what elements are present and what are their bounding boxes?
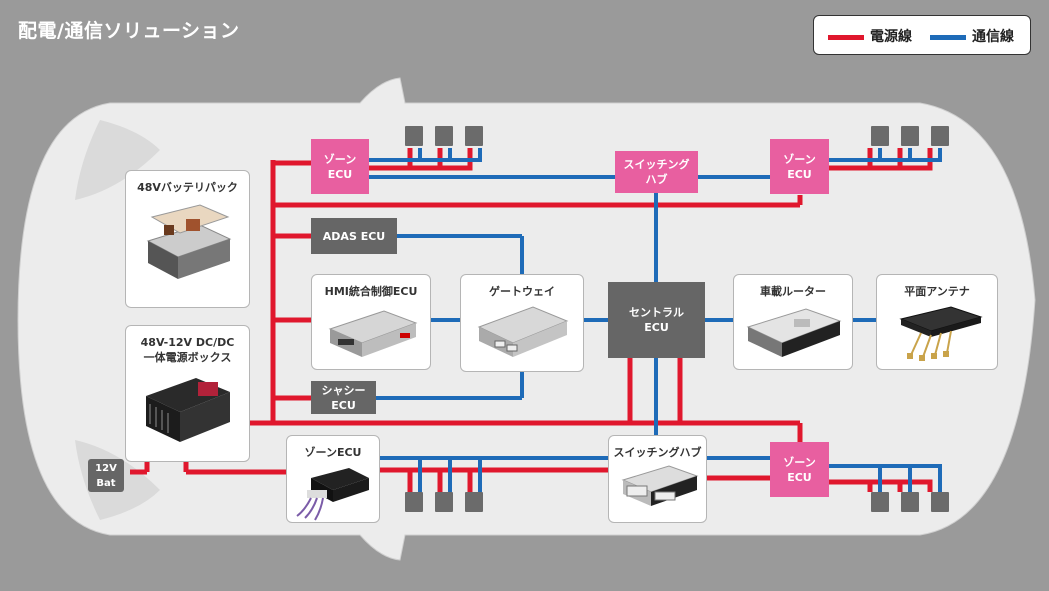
dcdc-box-icon — [146, 378, 230, 442]
zone-ecu-top-right: ゾーン ECU — [770, 139, 829, 194]
sensor-module-icon — [931, 126, 949, 146]
zone-ecu-bottom-label: ゾーンECU — [304, 446, 362, 459]
hmi-ecu-label: HMI統合制御ECU — [324, 285, 418, 298]
comm-lines — [369, 148, 942, 492]
zone-ecu-device-icon — [296, 468, 369, 521]
power-lines — [130, 148, 933, 492]
switching-hub-bottom-label: スイッチングハブ — [613, 446, 702, 459]
gateway-device-icon — [477, 306, 569, 357]
legend-comm-label: 通信線 — [972, 29, 1014, 45]
switching-hub-bottom-card: スイッチングハブ — [608, 435, 707, 523]
sensor-module-icon — [465, 492, 483, 512]
switching-hub-top: スイッチング ハブ — [615, 151, 698, 193]
sensor-module-icon — [435, 126, 453, 146]
battery-48v-card: 48Vバッテリパック — [125, 170, 250, 308]
sensor-module-icon — [931, 492, 949, 512]
zone-ecu-bottom-card: ゾーンECU — [286, 435, 380, 523]
gateway-card: ゲートウェイ — [460, 274, 584, 372]
antenna-device-icon — [899, 306, 983, 361]
hmi-ecu-card: HMI統合制御ECU — [311, 274, 431, 370]
legend-comm-swatch — [930, 35, 966, 40]
vehicle-router-label: 車載ルーター — [760, 285, 826, 298]
sensor-module-icon — [405, 126, 423, 146]
legend: 電源線 通信線 — [813, 15, 1031, 55]
sensor-module-icon — [405, 492, 423, 512]
flat-antenna-card: 平面アンテナ — [876, 274, 998, 370]
sensor-module-icon — [901, 492, 919, 512]
car-windshield — [75, 120, 160, 200]
battery-pack-icon — [146, 204, 232, 279]
chassis-ecu: シャシー ECU — [311, 381, 376, 414]
central-ecu: セントラル ECU — [608, 282, 705, 358]
battery-48v-label: 48Vバッテリパック — [137, 181, 238, 194]
sensor-module-icon — [901, 126, 919, 146]
sensor-module-icon — [871, 492, 889, 512]
zone-ecu-top-left: ゾーン ECU — [311, 139, 369, 194]
vehicle-router-card: 車載ルーター — [733, 274, 853, 370]
zone-ecu-bottom-right: ゾーン ECU — [770, 442, 829, 497]
battery-12v: 12V Bat — [88, 459, 124, 492]
sensor-module-icon — [465, 126, 483, 146]
sensor-module-icon — [871, 126, 889, 146]
dcdc-box-card: 48V-12V DC/DC 一体電源ボックス — [125, 325, 250, 462]
diagram-title: 配電/通信ソリューション — [18, 20, 240, 42]
hmi-ecu-device-icon — [328, 310, 418, 357]
router-device-icon — [746, 308, 842, 357]
dcdc-box-label: 48V-12V DC/DC 一体電源ボックス — [140, 336, 235, 364]
legend-power-swatch — [828, 35, 864, 40]
adas-ecu: ADAS ECU — [311, 218, 397, 254]
flat-antenna-label: 平面アンテナ — [904, 285, 970, 298]
legend-power-label: 電源線 — [870, 29, 912, 45]
sensor-module-icon — [435, 492, 453, 512]
switching-hub-device-icon — [621, 465, 699, 506]
gateway-label: ゲートウェイ — [489, 285, 555, 298]
